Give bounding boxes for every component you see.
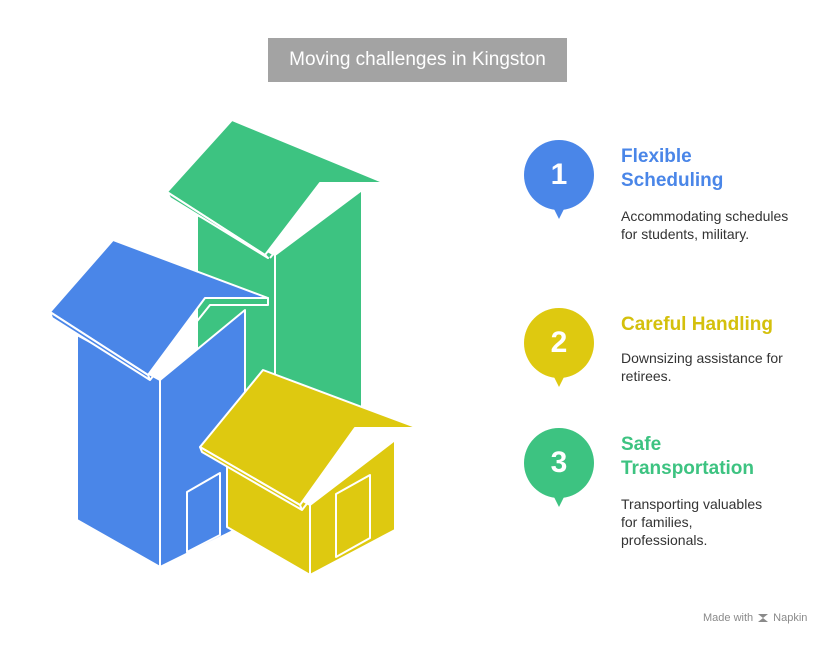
page-title-text: Moving challenges in Kingston — [289, 49, 546, 70]
marker-1: 1 — [524, 140, 594, 220]
pin-icon — [524, 308, 594, 387]
item-2-title: Careful Handling — [621, 314, 774, 335]
item-1-description: Accommodating schedules for students, mi… — [621, 208, 789, 242]
marker-1-number: 1 — [550, 158, 568, 191]
footer: Made with Napkin — [703, 612, 807, 624]
marker-2: 2 — [524, 308, 594, 388]
footer-made-with: Made with — [703, 612, 754, 624]
green-house — [166, 119, 386, 431]
item-2-description: Downsizing assistance for retirees. — [621, 350, 783, 384]
footer-brand: Napkin — [773, 612, 808, 624]
blue-house — [49, 239, 269, 568]
pin-icon — [524, 140, 594, 219]
page-title: Moving challenges in Kingston — [268, 38, 567, 82]
yellow-house — [199, 369, 419, 576]
marker-3-number: 3 — [550, 446, 568, 479]
marker-3: 3 — [524, 428, 594, 508]
napkin-logo-icon — [758, 614, 769, 622]
marker-2-number: 2 — [550, 326, 568, 359]
pin-icon — [524, 428, 594, 507]
item-3-title: Safe Transportation — [621, 434, 755, 479]
item-3-description: Transporting valuables for families, pro… — [621, 496, 763, 548]
item-1-title: Flexible Scheduling — [621, 146, 724, 191]
